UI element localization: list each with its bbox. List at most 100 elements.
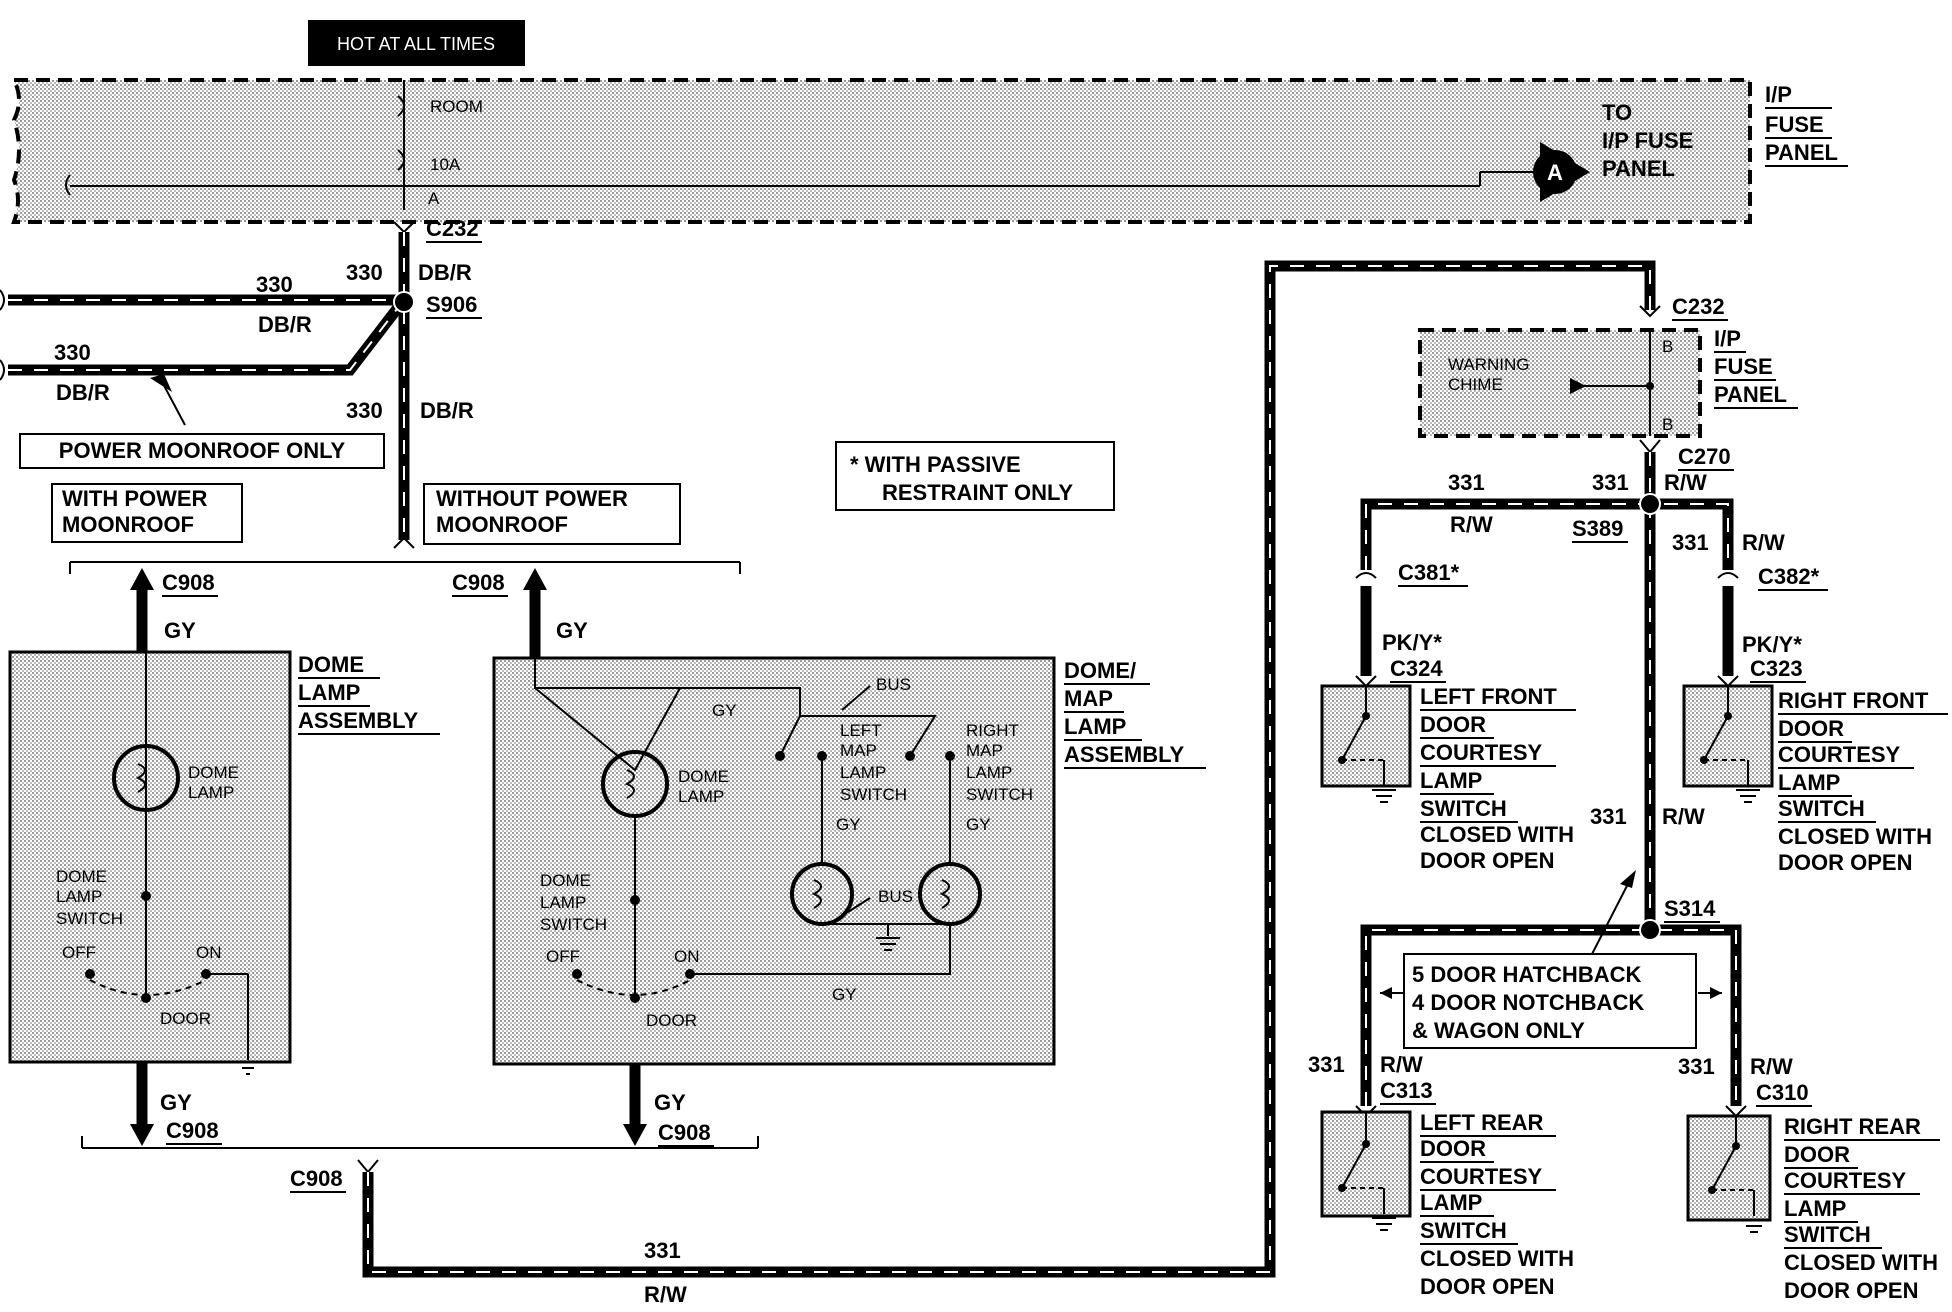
svg-text:RIGHT FRONT: RIGHT FRONT xyxy=(1778,688,1929,713)
svg-text:C313: C313 xyxy=(1380,1078,1433,1103)
svg-text:BUS: BUS xyxy=(878,887,913,906)
svg-text:CHIME: CHIME xyxy=(1448,375,1503,394)
svg-text:GY: GY xyxy=(160,1090,192,1115)
svg-text:R/W: R/W xyxy=(1664,470,1707,495)
svg-text:SWITCH: SWITCH xyxy=(1420,1218,1507,1243)
svg-text:LAMP: LAMP xyxy=(966,763,1012,782)
top-bus-bar: C908 C908 GY GY xyxy=(69,561,741,658)
left-feed-circuit: C232 330 DB/R S906 330 DB/R 330 DB/R 330… xyxy=(0,216,482,549)
svg-text:LEFT REAR: LEFT REAR xyxy=(1420,1110,1544,1135)
svg-text:C324: C324 xyxy=(1390,656,1443,681)
svg-text:C310: C310 xyxy=(1756,1080,1809,1105)
dome-lamp-assembly: DOME LAMP DOME LAMP SWITCH OFF ON DOOR xyxy=(8,650,292,1075)
svg-text:PANEL: PANEL xyxy=(1765,140,1838,165)
svg-text:DOOR: DOOR xyxy=(1420,1136,1486,1161)
svg-text:ASSEMBLY: ASSEMBLY xyxy=(298,708,419,733)
svg-text:C232: C232 xyxy=(1672,294,1725,319)
svg-text:DOME: DOME xyxy=(298,652,364,677)
svg-text:RIGHT: RIGHT xyxy=(966,721,1019,740)
svg-text:CLOSED WITH: CLOSED WITH xyxy=(1420,822,1574,847)
svg-text:MOONROOF: MOONROOF xyxy=(62,512,194,537)
hot-at-all-times-badge: HOT AT ALL TIMES xyxy=(308,20,525,66)
fuse-rating: 10A xyxy=(430,155,461,174)
right-panel-label: I/P FUSE PANEL xyxy=(1714,326,1798,409)
svg-text:LAMP: LAMP xyxy=(540,893,586,912)
svg-text:R/W: R/W xyxy=(1450,512,1493,537)
svg-text:LAMP: LAMP xyxy=(1420,768,1482,793)
svg-text:C232: C232 xyxy=(426,216,479,241)
svg-text:I/P: I/P xyxy=(1714,326,1741,351)
svg-text:SWITCH: SWITCH xyxy=(966,785,1033,804)
svg-text:C381*: C381* xyxy=(1398,560,1460,585)
svg-text:LAMP: LAMP xyxy=(1778,770,1840,795)
svg-text:DOME/: DOME/ xyxy=(1064,658,1136,683)
svg-text:SWITCH: SWITCH xyxy=(1778,796,1865,821)
svg-text:DB/R: DB/R xyxy=(258,312,312,337)
svg-text:DOOR: DOOR xyxy=(1784,1142,1850,1167)
svg-text:DOOR OPEN: DOOR OPEN xyxy=(1784,1278,1918,1303)
svg-text:GY: GY xyxy=(832,985,857,1004)
svg-text:COURTESY: COURTESY xyxy=(1420,740,1543,765)
svg-text:B: B xyxy=(1662,415,1673,434)
svg-text:I/P: I/P xyxy=(1765,82,1792,107)
svg-text:SWITCH: SWITCH xyxy=(1420,796,1507,821)
svg-text:5 DOOR HATCHBACK: 5 DOOR HATCHBACK xyxy=(1412,962,1641,987)
passive-restraint-note: * WITH PASSIVE RESTRAINT ONLY xyxy=(835,441,1115,511)
svg-text:C908: C908 xyxy=(166,1118,219,1143)
svg-text:GY: GY xyxy=(556,618,588,643)
svg-text:DOME: DOME xyxy=(678,767,729,786)
svg-text:LAMP: LAMP xyxy=(56,887,102,906)
to-text-3: PANEL xyxy=(1602,156,1675,181)
svg-text:LAMP: LAMP xyxy=(1420,1190,1482,1215)
svg-text:ON: ON xyxy=(196,943,222,962)
svg-text:DOOR OPEN: DOOR OPEN xyxy=(1778,850,1912,875)
svg-text:GY: GY xyxy=(712,701,737,720)
svg-text:CLOSED WITH: CLOSED WITH xyxy=(1784,1250,1938,1275)
left-rear-switch-label: LEFT REAR DOOR COURTESY LAMP SWITCH CLOS… xyxy=(1420,1110,1574,1299)
svg-text:PK/Y*: PK/Y* xyxy=(1742,632,1802,657)
svg-text:LAMP: LAMP xyxy=(678,787,724,806)
right-fuse-panel: WARNING CHIME B B C232 xyxy=(1418,294,1728,438)
svg-text:OFF: OFF xyxy=(546,947,580,966)
svg-text:GY: GY xyxy=(966,815,991,834)
svg-text:331: 331 xyxy=(1448,470,1485,495)
top-fuse-panel: ROOM 10A A A TO I/P FUSE PANEL xyxy=(10,78,1752,224)
svg-text:GY: GY xyxy=(164,618,196,643)
right-wiring: C270 331 R/W 331 R/W S389 331 R/W C381* … xyxy=(1308,439,1828,1118)
svg-text:330: 330 xyxy=(256,272,293,297)
svg-text:331: 331 xyxy=(1590,804,1627,829)
svg-text:ON: ON xyxy=(674,947,700,966)
svg-text:DOOR: DOOR xyxy=(1420,712,1486,737)
splice-s314 xyxy=(1639,919,1661,941)
with-power-moonroof-note: WITH POWER MOONROOF xyxy=(51,483,243,543)
svg-text:LAMP: LAMP xyxy=(298,680,360,705)
svg-text:RIGHT REAR: RIGHT REAR xyxy=(1784,1114,1921,1139)
to-text-1: TO xyxy=(1602,100,1632,125)
svg-text:WITHOUT POWER: WITHOUT POWER xyxy=(436,486,628,511)
svg-text:331: 331 xyxy=(1592,470,1629,495)
left-front-switch-box xyxy=(1320,684,1412,803)
svg-text:C908: C908 xyxy=(290,1166,343,1191)
svg-text:MAP: MAP xyxy=(840,741,877,760)
svg-text:COURTESY: COURTESY xyxy=(1778,742,1901,767)
svg-text:LAMP: LAMP xyxy=(1064,714,1126,739)
svg-text:WARNING: WARNING xyxy=(1448,355,1530,374)
svg-text:DOOR OPEN: DOOR OPEN xyxy=(1420,1274,1554,1299)
svg-text:MAP: MAP xyxy=(966,741,1003,760)
svg-text:MAP: MAP xyxy=(1064,686,1113,711)
svg-text:R/W: R/W xyxy=(644,1282,687,1307)
svg-text:DOOR OPEN: DOOR OPEN xyxy=(1420,848,1554,873)
svg-text:LAMP: LAMP xyxy=(1784,1196,1846,1221)
svg-text:SWITCH: SWITCH xyxy=(1784,1222,1871,1247)
bottom-bus: GY C908 GY C908 C908 331 R/W xyxy=(81,260,1661,1307)
right-rear-switch-box xyxy=(1686,1114,1772,1233)
svg-text:DOME: DOME xyxy=(188,763,239,782)
svg-text:ASSEMBLY: ASSEMBLY xyxy=(1064,742,1185,767)
svg-text:& WAGON ONLY: & WAGON ONLY xyxy=(1412,1018,1585,1043)
right-front-switch-label: RIGHT FRONT DOOR COURTESY LAMP SWITCH CL… xyxy=(1778,688,1948,875)
svg-text:DOOR: DOOR xyxy=(1778,716,1844,741)
svg-text:RESTRAINT ONLY: RESTRAINT ONLY xyxy=(882,480,1073,505)
right-front-switch-box xyxy=(1682,684,1774,803)
svg-text:331: 331 xyxy=(1308,1052,1345,1077)
